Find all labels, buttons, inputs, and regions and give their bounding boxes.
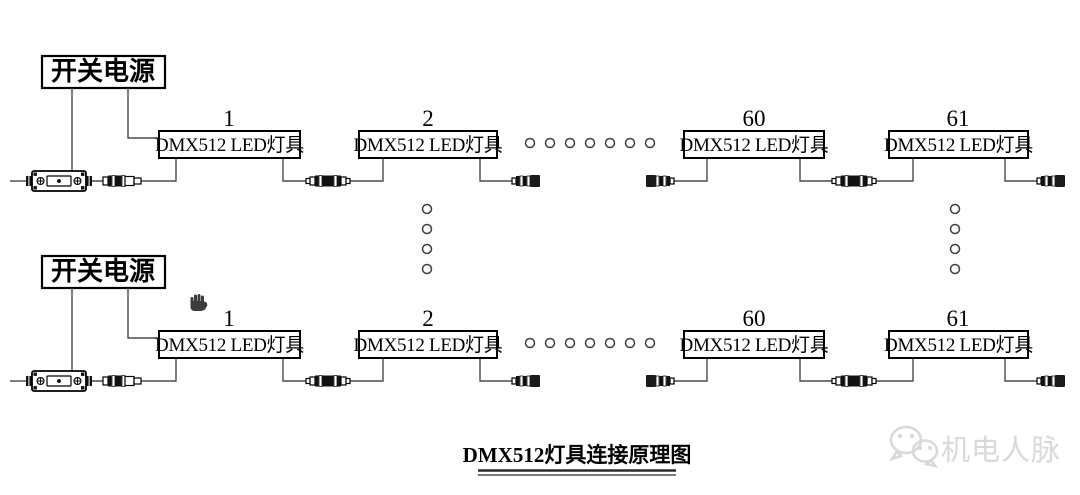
diagram-title-block: DMX512灯具连接原理图 (463, 443, 692, 476)
chain-wires (92, 158, 1037, 182)
fixture-box (888, 130, 1029, 159)
fixture-box (683, 330, 825, 359)
fixture-label: DMX512 LED灯具 (884, 134, 1033, 156)
psu-wires (71, 288, 159, 371)
ellipsis-dot (604, 137, 616, 149)
fixture-label: DMX512 LED灯具 (884, 334, 1033, 356)
ellipsis-dot (949, 243, 961, 255)
horizontal-ellipsis-dots (524, 337, 656, 349)
fixture-number: 2 (422, 306, 434, 331)
ellipsis-dot (564, 337, 576, 349)
fixture-label: DMX512 LED灯具 (354, 134, 503, 156)
cable-connector-pair (831, 374, 877, 388)
ellipsis-dot (644, 337, 656, 349)
psu-box (40, 54, 167, 90)
fixture-label: DMX512 LED灯具 (680, 334, 829, 356)
cable-connector-open (511, 374, 541, 388)
ellipsis-dot (524, 137, 536, 149)
fixture-number: 1 (223, 106, 235, 131)
cable-connector (102, 174, 142, 188)
fixture-number: 1 (223, 306, 235, 331)
chain-wires (92, 358, 1037, 382)
ellipsis-dot (584, 137, 596, 149)
cable-connector-open (1036, 174, 1066, 188)
fixture-box (358, 330, 498, 359)
dmx-controller-device (9, 170, 93, 192)
ellipsis-dot (524, 337, 536, 349)
ellipsis-dot (624, 137, 636, 149)
psu-label: 开关电源 (51, 57, 155, 86)
ellipsis-dot (644, 137, 656, 149)
fixture-label: DMX512 LED灯具 (354, 334, 503, 356)
cable-connector (102, 374, 142, 388)
ellipsis-dot (544, 137, 556, 149)
psu-box (40, 254, 167, 290)
fixture-number: 61 (947, 106, 970, 131)
ellipsis-dot (544, 337, 556, 349)
ellipsis-dot (421, 203, 433, 215)
fixture-box (158, 130, 301, 159)
cable-connector-open (511, 174, 541, 188)
ellipsis-dot (421, 263, 433, 275)
watermark-text: 机电人脉 (941, 434, 1061, 467)
fixture-box (158, 330, 301, 359)
watermark: 机电人脉 (888, 425, 1061, 469)
fixture-box (358, 130, 498, 159)
ellipsis-dot (624, 337, 636, 349)
daisy-chain-row-2: 开关电源 1 DMX512 LED灯具 2 DMX512 LED灯具 60 DM… (9, 254, 1066, 392)
ellipsis-dot (949, 263, 961, 275)
cable-connector-pair (831, 174, 877, 188)
diagram-title: DMX512灯具连接原理图 (463, 443, 692, 467)
fixture-number: 60 (743, 106, 766, 131)
fixture-label: DMX512 LED灯具 (155, 334, 304, 356)
ellipsis-dot (421, 243, 433, 255)
cable-connector-open (645, 174, 675, 188)
psu-wires (71, 88, 159, 171)
fixture-number: 60 (743, 306, 766, 331)
fixture-box (683, 130, 825, 159)
ellipsis-dot (949, 223, 961, 235)
dmx-controller-device (9, 370, 93, 392)
fixture-number: 2 (422, 106, 434, 131)
daisy-chain-row-1: 开关电源 1 DMX512 LED灯具 2 DMX512 LED灯具 60 DM… (9, 54, 1066, 192)
ellipsis-dot (421, 223, 433, 235)
ellipsis-dot (584, 337, 596, 349)
cable-connector-pair (305, 374, 351, 388)
horizontal-ellipsis-dots (524, 137, 656, 149)
vertical-ellipsis-dots (421, 203, 961, 275)
fixture-label: DMX512 LED灯具 (155, 134, 304, 156)
cable-connector-pair (305, 174, 351, 188)
fixture-label: DMX512 LED灯具 (680, 134, 829, 156)
ellipsis-dot (949, 203, 961, 215)
ellipsis-dot (564, 137, 576, 149)
cable-connector-open (645, 374, 675, 388)
cable-connector-open (1036, 374, 1066, 388)
ellipsis-dot (604, 337, 616, 349)
fixture-box (888, 330, 1029, 359)
fixture-number: 61 (947, 306, 970, 331)
psu-label: 开关电源 (51, 257, 155, 286)
wechat-chat-bubbles-icon (888, 425, 939, 469)
hand-cursor-icon (190, 294, 208, 311)
